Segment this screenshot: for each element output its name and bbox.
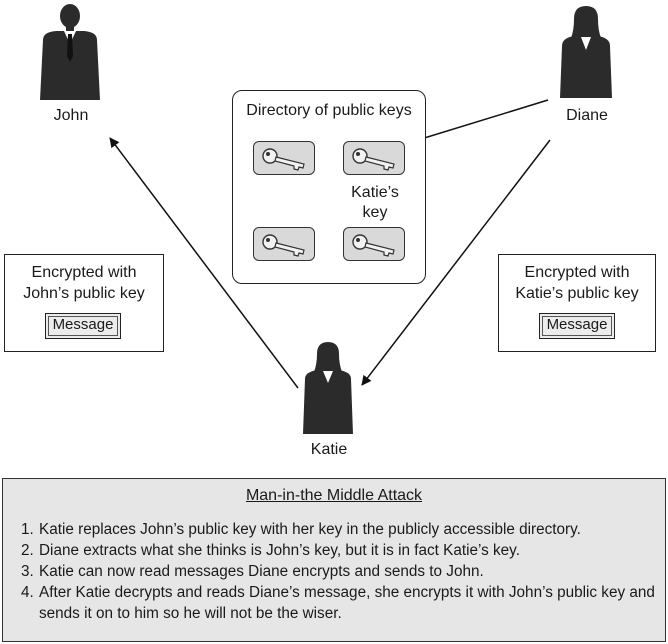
right-message-chip: Message [539, 313, 615, 339]
right-box-line1: Encrypted with [524, 264, 630, 281]
step-text: After Katie decrypts and reads Diane’s m… [39, 584, 655, 622]
step-number: 4. [21, 584, 34, 601]
diane-label: Diane [566, 107, 608, 124]
key-card-katies-key [343, 141, 405, 175]
key-card-bottom-left [253, 227, 315, 261]
left-box-line2: John’s public key [23, 285, 145, 302]
encrypted-with-johns-key-box: Encrypted with John’s public key Message [4, 254, 164, 352]
key-icon [262, 148, 305, 171]
step-text: Katie can now read messages Diane encryp… [39, 563, 484, 580]
step-item: 4. After Katie decrypts and reads Diane’… [21, 582, 661, 624]
key-icon [262, 234, 305, 257]
encrypted-with-katies-key-box: Encrypted with Katie’s public key Messag… [498, 254, 656, 352]
public-key-directory: Directory of public keys Katie’s key [232, 90, 426, 284]
arrow-diane-to-directory [407, 99, 549, 146]
john-figure-icon [40, 4, 100, 100]
step-item: 2. Diane extracts what she thinks is Joh… [21, 540, 661, 561]
step-number: 1. [21, 521, 34, 538]
step-item: 1. Katie replaces John’s public key with… [21, 519, 661, 540]
katie-figure-icon [303, 342, 353, 434]
left-message-label: Message [52, 316, 114, 333]
steps-list: 1. Katie replaces John’s public key with… [21, 519, 661, 624]
left-box-line1: Encrypted with [31, 264, 137, 281]
panel-title: Man-in-the Middle Attack [245, 487, 423, 504]
right-box-line2: Katie’s public key [515, 285, 639, 302]
key-card-bottom-right [343, 227, 405, 261]
diane-figure-icon [560, 6, 612, 98]
right-message-label: Message [546, 316, 608, 333]
arrow-katie-to-john [109, 137, 299, 389]
katies-key-caption-line2: key [362, 204, 388, 221]
key-icon [352, 234, 395, 257]
step-number: 3. [21, 563, 34, 580]
step-text: Diane extracts what she thinks is John’s… [39, 542, 520, 559]
key-card-top-left [253, 141, 315, 175]
key-icon [352, 148, 395, 171]
step-item: 3. Katie can now read messages Diane enc… [21, 561, 661, 582]
diagram-canvas [40, 4, 612, 434]
step-number: 2. [21, 542, 34, 559]
left-message-chip: Message [45, 313, 121, 339]
directory-title: Directory of public keys [246, 102, 412, 119]
attack-explanation-panel: Man-in-the Middle Attack 1. Katie replac… [2, 478, 666, 642]
katie-label: Katie [310, 441, 348, 458]
step-text: Katie replaces John’s public key with he… [39, 521, 581, 538]
arrow-diane-to-katie [361, 139, 551, 386]
katies-key-caption-line1: Katie’s [351, 184, 399, 201]
john-label: John [53, 107, 89, 124]
